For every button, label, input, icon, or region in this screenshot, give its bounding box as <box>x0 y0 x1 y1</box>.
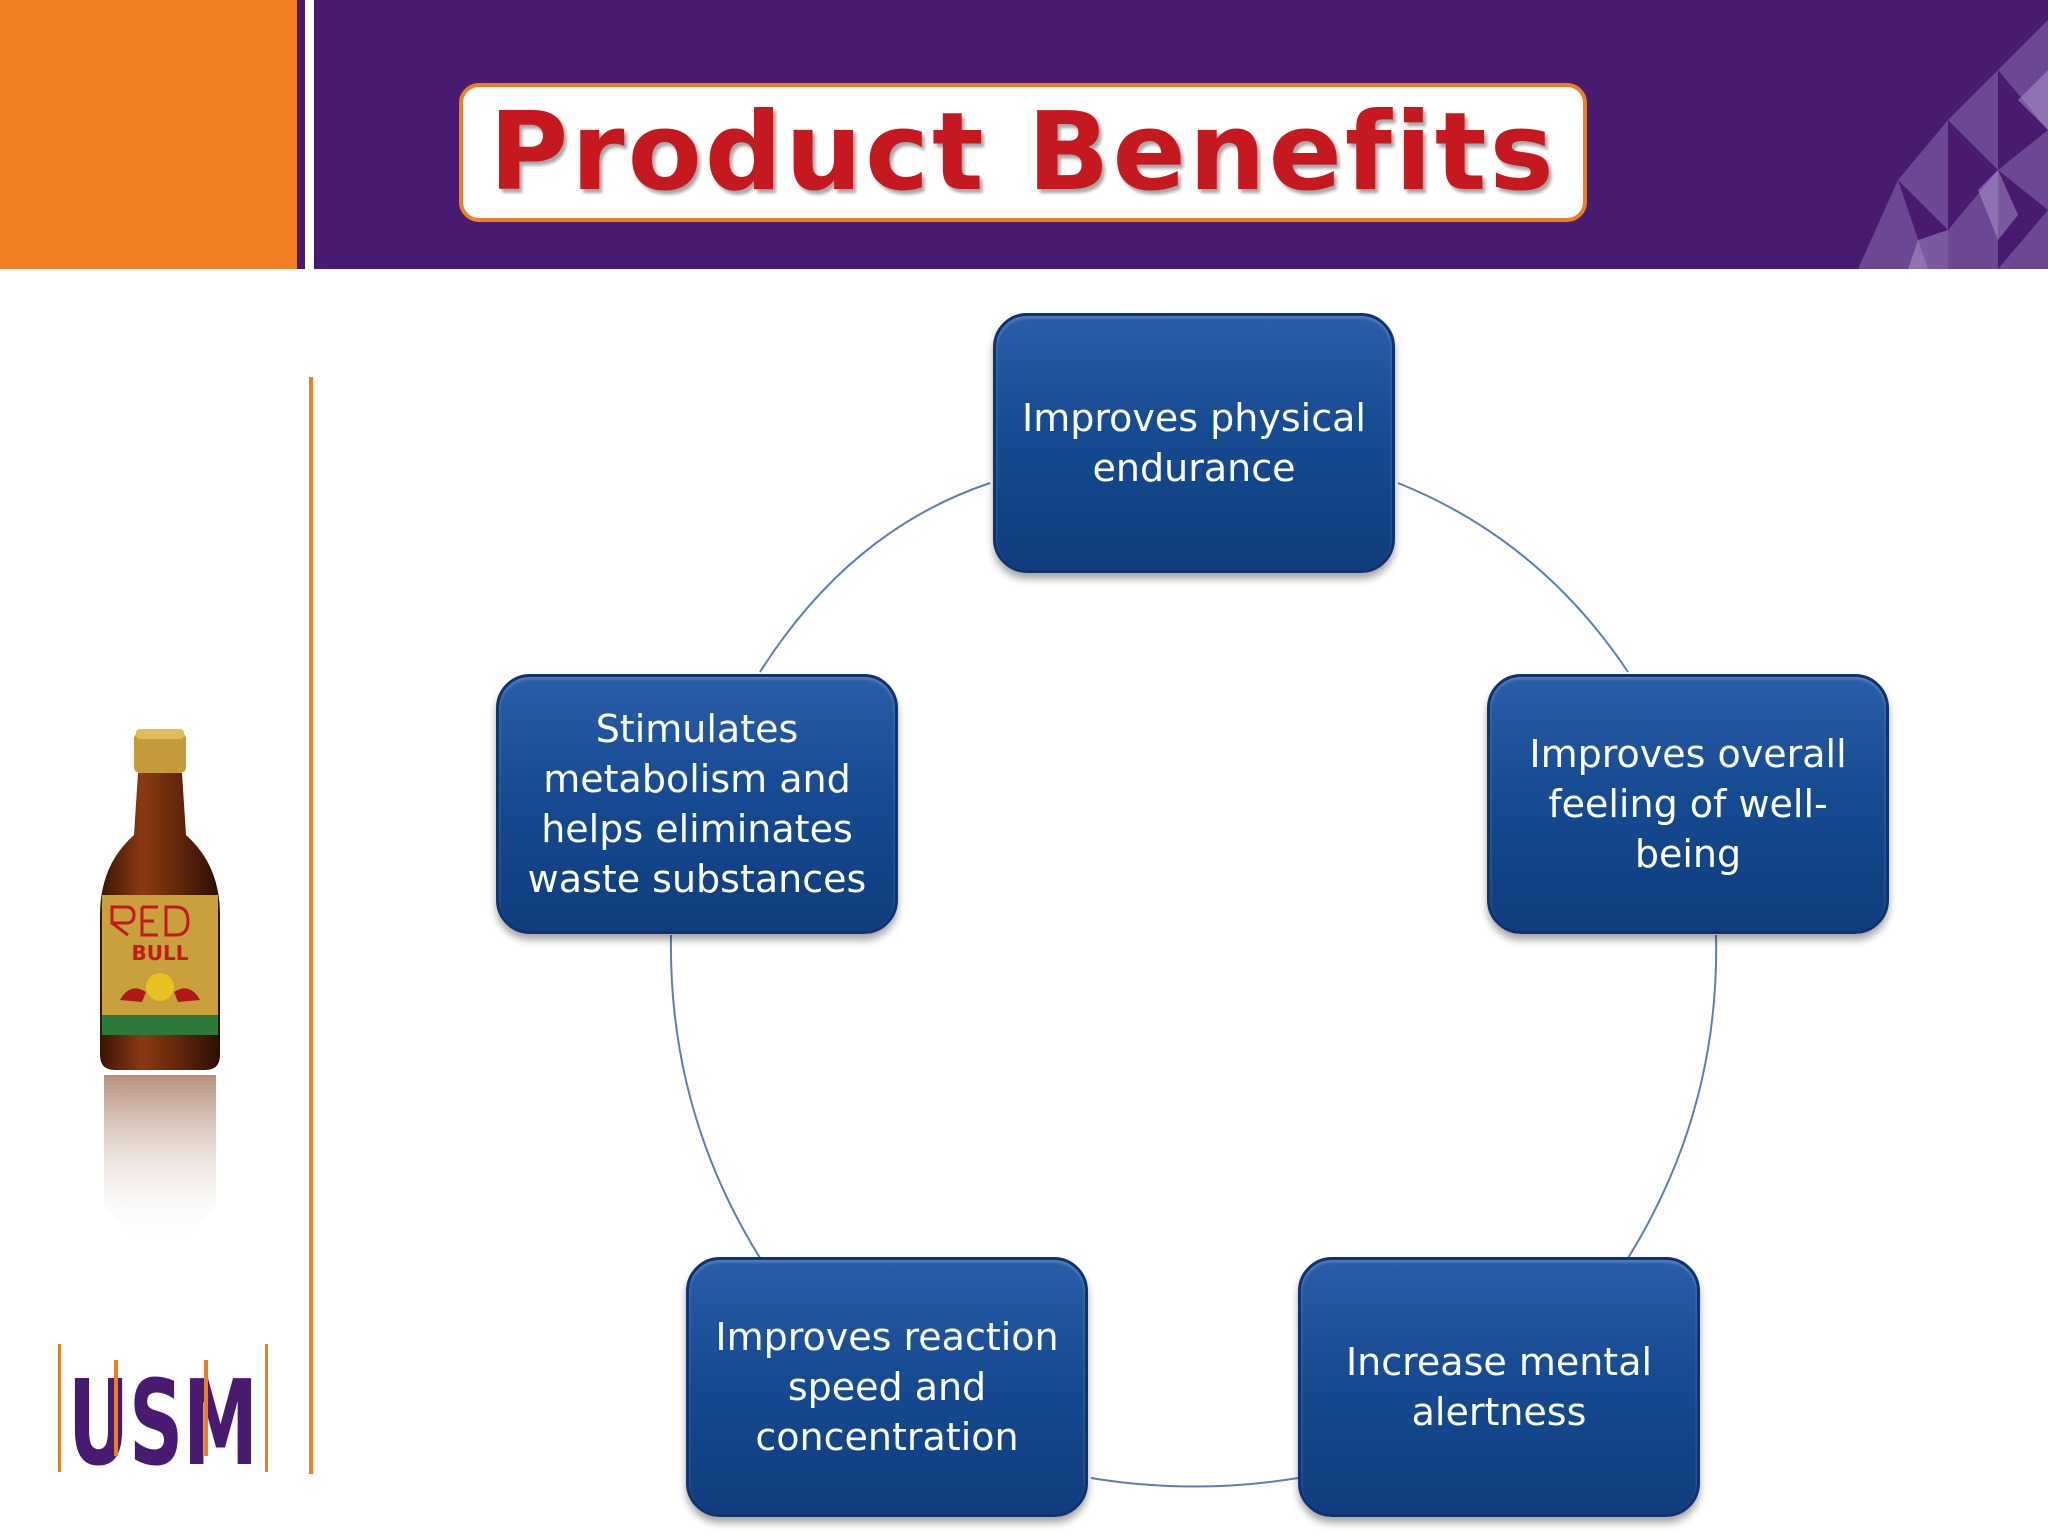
benefit-label: Stimulates metabolism and helps eliminat… <box>527 707 867 901</box>
benefit-node: Improves physical endurance <box>993 313 1395 573</box>
benefit-node: Improves overall feeling of well-being <box>1487 674 1889 934</box>
header-banner <box>0 0 2048 269</box>
usm-logo: USM <box>58 1344 268 1478</box>
benefit-node: Stimulates metabolism and helps eliminat… <box>496 674 898 934</box>
svg-text:BULL: BULL <box>132 941 189 965</box>
benefit-node: Improves reaction speed and concentratio… <box>686 1257 1088 1517</box>
connector-arc <box>1397 482 1629 673</box>
benefit-label: Improves overall feeling of well-being <box>1529 732 1847 876</box>
connector-arc <box>1627 934 1718 1259</box>
logo-text: USM <box>68 1354 258 1478</box>
benefit-label: Improves reaction speed and concentratio… <box>715 1315 1059 1459</box>
slide-title: Product Benefits <box>489 90 1557 215</box>
benefit-label: Increase mental alertness <box>1345 1340 1653 1434</box>
benefit-label: Improves physical endurance <box>1022 396 1366 490</box>
orange-accent-block <box>0 0 297 269</box>
title-box: Product Benefits <box>459 83 1587 222</box>
header-separator <box>305 0 314 269</box>
benefit-node: Increase mental alertness <box>1298 1257 1700 1517</box>
connector-arc <box>759 482 991 673</box>
red-bull-bottle-image: BULL <box>100 729 220 1245</box>
connector-arc <box>1090 1477 1299 1488</box>
triangle-pattern-decoration <box>1858 20 2048 269</box>
connector-arc <box>669 934 761 1259</box>
vertical-divider <box>309 377 313 1474</box>
